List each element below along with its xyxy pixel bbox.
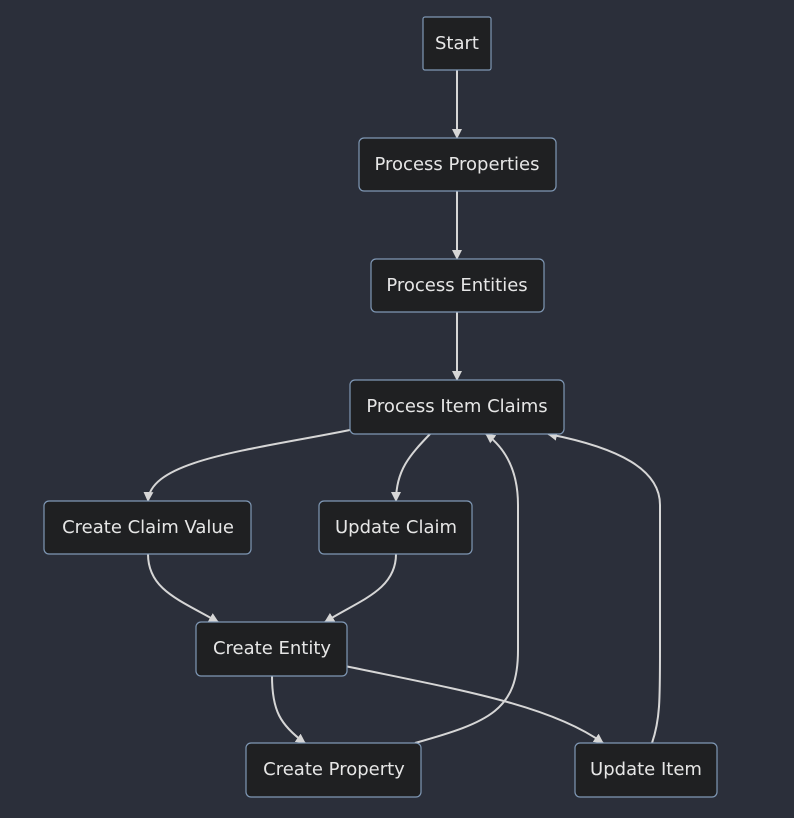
node-process-properties-label: Process Properties [375, 154, 540, 175]
node-process-properties[interactable]: Process Properties [358, 137, 557, 192]
nodes-layer: Start Process Properties Process Entitie… [43, 16, 718, 798]
node-create-claim-value[interactable]: Create Claim Value [43, 500, 252, 555]
edge-process-item-claims-to-update-claim [391, 433, 431, 502]
node-create-property-label: Create Property [263, 759, 405, 780]
edge-create-claim-value-to-create-entity [147, 553, 219, 623]
node-create-claim-value-label: Create Claim Value [62, 517, 234, 538]
node-process-item-claims[interactable]: Process Item Claims [349, 379, 565, 435]
edges-layer [143, 70, 661, 744]
node-process-item-claims-label: Process Item Claims [366, 396, 547, 417]
edge-update-claim-to-create-entity [324, 553, 397, 623]
edge-create-entity-to-create-property [271, 675, 306, 744]
node-create-property[interactable]: Create Property [245, 742, 422, 798]
edge-update-item-to-process-item-claims [547, 430, 661, 744]
node-start[interactable]: Start [422, 16, 492, 71]
node-create-entity[interactable]: Create Entity [195, 621, 348, 677]
edge-create-property-to-process-item-claims [414, 433, 519, 744]
node-process-entities-label: Process Entities [386, 275, 527, 296]
node-update-item[interactable]: Update Item [574, 742, 718, 798]
node-update-claim[interactable]: Update Claim [318, 500, 473, 555]
node-update-item-label: Update Item [590, 759, 702, 780]
node-update-claim-label: Update Claim [335, 517, 457, 538]
edge-process-item-claims-to-create-claim-value [143, 429, 351, 502]
edge-create-entity-to-update-item [344, 665, 604, 744]
node-create-entity-label: Create Entity [213, 638, 331, 659]
node-process-entities[interactable]: Process Entities [370, 258, 545, 313]
node-start-label: Start [435, 33, 479, 54]
